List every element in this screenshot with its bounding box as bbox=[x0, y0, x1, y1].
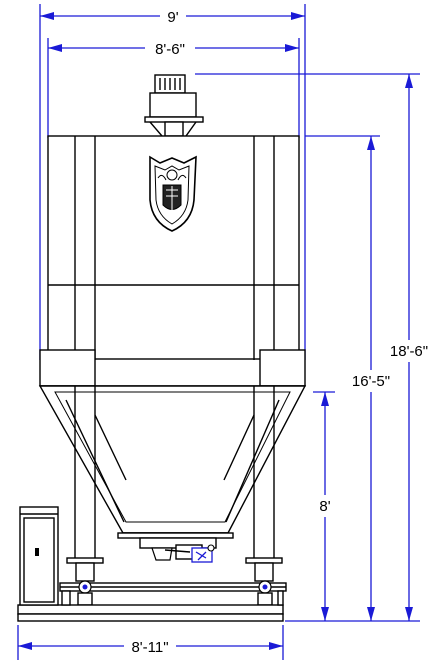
heraldic-shield-logo bbox=[149, 155, 197, 232]
top-fill-assembly bbox=[144, 74, 204, 137]
dimension-labels: 9' 8'-6" 18'-6" 16'-5" 8' 8'-11" bbox=[124, 6, 430, 656]
overall-width-label: 9' bbox=[167, 9, 178, 26]
control-cabinet bbox=[19, 506, 59, 606]
frame-width-label: 8'-6" bbox=[155, 41, 185, 58]
bin-height-label: 16'-5" bbox=[352, 373, 390, 390]
discharge-valve bbox=[151, 544, 215, 563]
base-width-label: 8'-11" bbox=[131, 639, 168, 656]
leg-clearance-label: 8' bbox=[319, 498, 330, 515]
bin-body bbox=[39, 135, 306, 387]
overall-height-label: 18'-6" bbox=[390, 343, 428, 360]
base-skid bbox=[17, 580, 287, 622]
hopper-cone bbox=[38, 385, 307, 549]
